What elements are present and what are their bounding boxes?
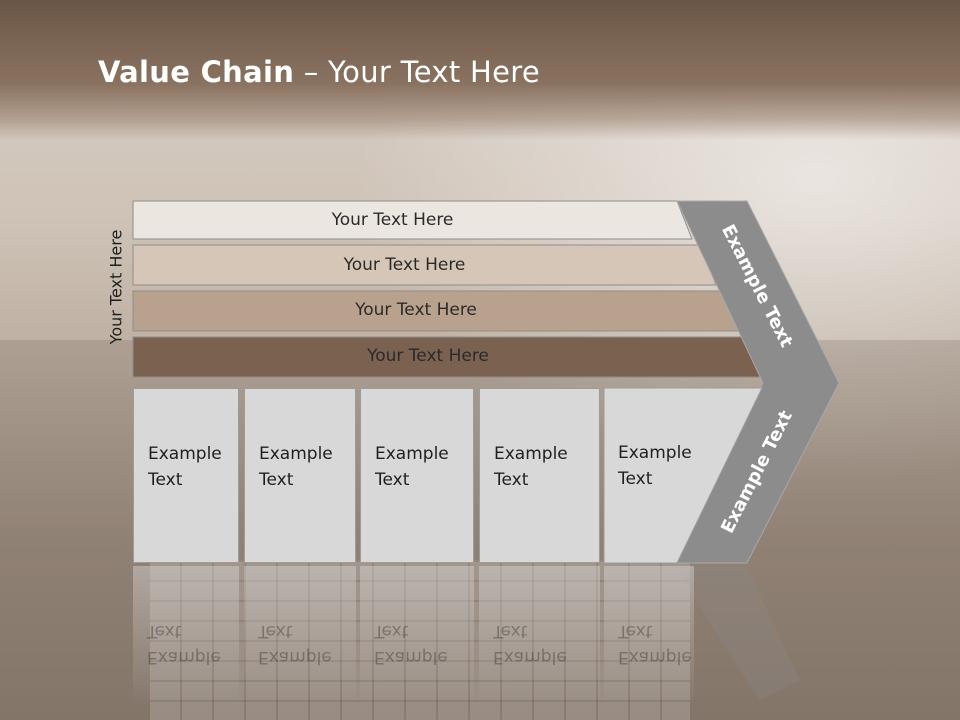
box-4-reflection: Example Text bbox=[479, 566, 600, 706]
sidewalk-area bbox=[150, 560, 690, 720]
chevron-reflection bbox=[677, 567, 800, 700]
title-rest: – Your Text Here bbox=[294, 55, 540, 89]
example-box-5-text: Example Text bbox=[618, 443, 692, 489]
box-3-reflection: Example Text bbox=[360, 566, 474, 706]
example-box-1: Example Text bbox=[133, 388, 239, 563]
chevron-arrow bbox=[676, 200, 840, 564]
slide-title: Value Chain – Your Text Here bbox=[98, 55, 540, 95]
box-2-reflection: Example Text bbox=[244, 566, 356, 706]
bar-shape-2 bbox=[132, 244, 717, 286]
example-box-4-text: Example Text bbox=[494, 444, 568, 490]
box-4-reflection-text: Example Text bbox=[493, 621, 567, 667]
example-box-2: Example Text bbox=[244, 388, 356, 563]
bar-4: Your Text Here bbox=[133, 337, 763, 375]
bar-2: Your Text Here bbox=[133, 246, 716, 284]
box-1-reflection: Example Text bbox=[133, 566, 239, 706]
bar-3-label: Your Text Here bbox=[355, 300, 477, 320]
example-box-1-text: Example Text bbox=[148, 444, 222, 490]
bar-shape-1 bbox=[132, 200, 693, 240]
example-box-3-text: Example Text bbox=[375, 444, 449, 490]
example-box-2-text: Example Text bbox=[259, 444, 333, 490]
bar-3: Your Text Here bbox=[133, 291, 739, 329]
title-banner bbox=[0, 0, 960, 140]
bar-4-label: Your Text Here bbox=[367, 346, 489, 366]
box-5-slant bbox=[603, 387, 763, 564]
title-bold: Value Chain bbox=[98, 55, 295, 89]
box-5-reflection: Example Text bbox=[604, 566, 694, 706]
bar-1-label: Your Text Here bbox=[331, 210, 454, 230]
example-box-4: Example Text bbox=[479, 388, 600, 563]
box-5-reflection-text: Example Text bbox=[618, 621, 692, 667]
example-box-5: Example Text bbox=[604, 388, 692, 563]
bar-1: Your Text Here bbox=[133, 201, 692, 239]
bar-2-label: Your Text Here bbox=[343, 255, 466, 275]
box-1-reflection-text: Example Text bbox=[147, 621, 221, 667]
box-2-reflection-text: Example Text bbox=[258, 621, 332, 667]
example-box-3: Example Text bbox=[360, 388, 474, 563]
box-3-reflection-text: Example Text bbox=[374, 621, 448, 667]
